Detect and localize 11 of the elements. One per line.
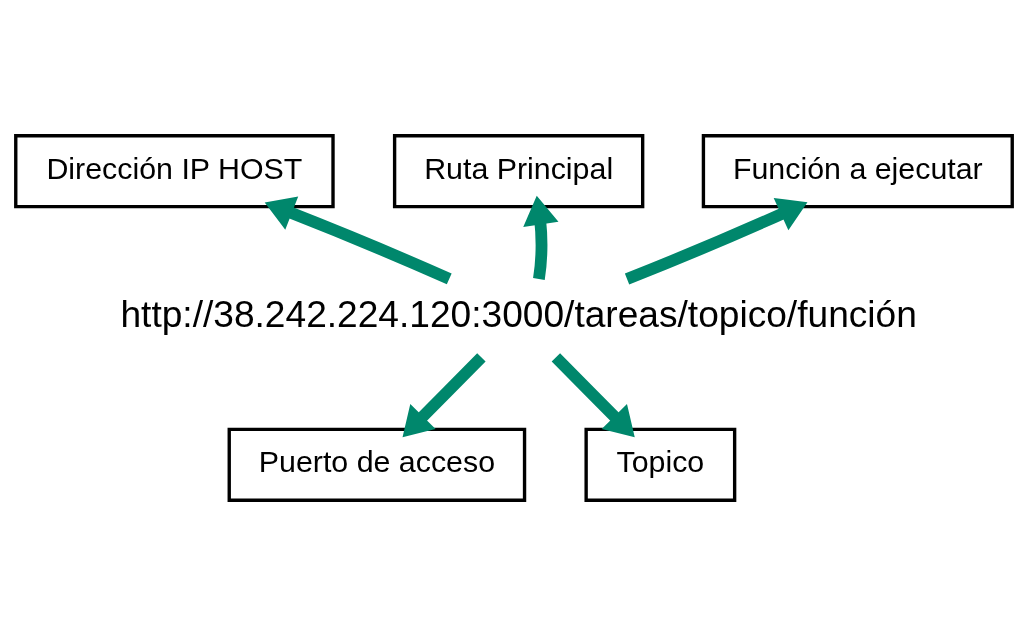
node-box: Topico	[584, 427, 737, 502]
node-box: Puerto de acceso	[227, 427, 527, 502]
arrow	[624, 197, 808, 284]
arrow	[264, 196, 452, 284]
node-text: http://38.242.224.120:3000/tareas/topico/función	[120, 292, 917, 335]
arrow	[551, 352, 635, 437]
node-box: Dirección IP HOST	[14, 133, 335, 208]
arrow	[402, 352, 486, 437]
node-box: Función a ejecutar	[701, 133, 1014, 208]
node-box: Ruta Principal	[392, 133, 645, 208]
arrow	[523, 195, 559, 280]
